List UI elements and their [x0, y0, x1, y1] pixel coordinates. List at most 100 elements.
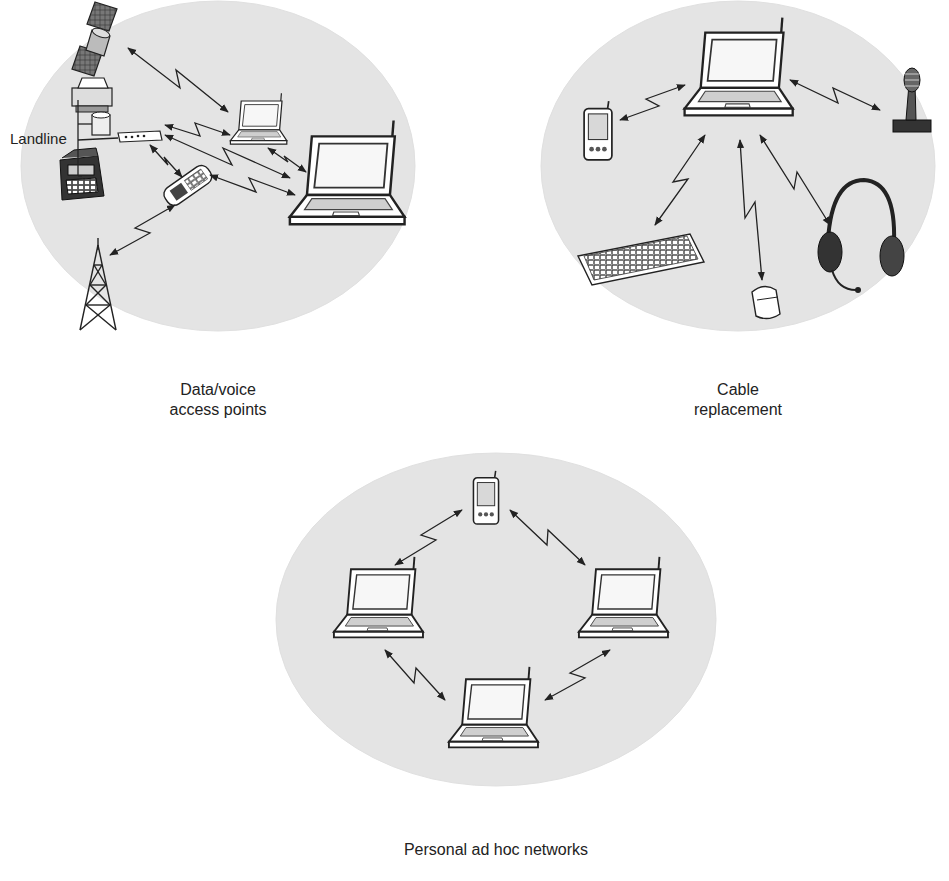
- wireless-link: [385, 510, 610, 700]
- fax-machine-part: [66, 178, 98, 194]
- cell-tower-part: [86, 285, 106, 305]
- laptop: [334, 557, 423, 638]
- laptop: [290, 120, 405, 224]
- landline-wire: [78, 100, 118, 176]
- joystick: [893, 68, 931, 132]
- wireless-link-part: [510, 510, 585, 565]
- wireless-link-part: [150, 145, 182, 177]
- pda: [584, 101, 612, 160]
- node-caption: Data/voice access points: [159, 380, 277, 420]
- storage-drum-part: [92, 115, 110, 135]
- mobile-phone-part: [184, 169, 207, 190]
- joystick-part: [905, 86, 919, 87]
- ellipse-shape: [21, 1, 415, 331]
- mouse: [752, 286, 780, 318]
- access-hub-part: [143, 135, 146, 138]
- fax-machine: [60, 148, 104, 200]
- wireless-link: [620, 80, 880, 280]
- satellite: [72, 2, 117, 76]
- cell-tower-part: [98, 245, 116, 330]
- access-hub: [118, 131, 162, 142]
- laptop: [449, 667, 538, 748]
- keyboard-part: [584, 236, 698, 280]
- wireless-link-part: [165, 135, 290, 178]
- headset-part: [818, 232, 842, 272]
- ellipse-outline: [275, 452, 717, 787]
- laptop: [579, 557, 668, 638]
- landline-wire-part: [78, 123, 92, 124]
- joystick-part: [906, 84, 916, 120]
- ellipse-outline: [20, 0, 416, 332]
- satellite-part: [72, 46, 102, 76]
- wireless-link-part: [620, 85, 685, 120]
- ellipse-outline: [540, 0, 936, 332]
- storage-drum-part: [92, 112, 110, 118]
- cell-tower-part: [86, 304, 110, 305]
- wireless-link-part: [790, 80, 880, 110]
- fax-machine-part: [68, 165, 94, 175]
- printer: [72, 78, 112, 112]
- wireless-link-part: [110, 205, 175, 255]
- wireless-link-part: [210, 175, 295, 195]
- cell-tower-part: [90, 285, 110, 305]
- wireless-link-part: [385, 650, 445, 700]
- printer-part: [76, 106, 108, 112]
- joystick-part: [904, 68, 920, 92]
- text-label: Landline: [10, 130, 67, 147]
- joystick-part: [905, 80, 919, 81]
- laptop: [230, 93, 286, 144]
- ellipse-node: Data/voice access points: [20, 0, 416, 430]
- printer-part: [72, 88, 112, 106]
- cell-tower: [80, 238, 116, 330]
- keyboard-part: [578, 234, 704, 285]
- headset-part: [880, 236, 904, 276]
- headset-part: [832, 270, 856, 290]
- wireless-link-part: [395, 510, 462, 565]
- joystick-part: [905, 74, 919, 75]
- satellite-part: [91, 26, 111, 39]
- wireless-link-part: [128, 48, 228, 112]
- ellipse-node: Cable replacement: [540, 0, 936, 430]
- mouse-part: [752, 286, 780, 318]
- cell-tower-part: [80, 245, 98, 330]
- wireless-link: [110, 48, 306, 255]
- fax-machine-part: [62, 148, 98, 158]
- access-hub-part: [118, 131, 162, 142]
- landline-wire-part: [78, 138, 118, 140]
- node-caption: Personal ad hoc networks: [346, 840, 646, 860]
- access-hub-part: [131, 136, 134, 139]
- access-hub-part: [125, 136, 128, 139]
- headset: [818, 180, 904, 293]
- ellipse-node: Personal ad hoc networks: [275, 452, 717, 881]
- joystick-part: [893, 120, 931, 132]
- mouse-part: [757, 297, 778, 300]
- wireless-link-part: [165, 123, 230, 136]
- cell-tower-part: [80, 305, 110, 330]
- landline-wire-part: [77, 100, 78, 176]
- mobile-phone-part: [161, 162, 215, 208]
- printer-part: [78, 78, 108, 88]
- satellite-part: [86, 30, 110, 56]
- headset-part: [828, 180, 894, 242]
- node-caption: Cable replacement: [683, 380, 793, 420]
- cell-tower-part: [94, 265, 106, 285]
- headset-part: [855, 287, 861, 293]
- cell-tower-part: [94, 264, 102, 265]
- mobile-phone: [161, 162, 215, 208]
- mobile-phone-part: [170, 183, 188, 201]
- fax-machine-part: [60, 156, 104, 200]
- cell-tower-part: [90, 265, 102, 285]
- laptop: [685, 18, 793, 116]
- satellite-part: [87, 2, 117, 31]
- pda: [473, 471, 498, 524]
- wireless-link-part: [545, 650, 610, 700]
- keyboard: [578, 234, 704, 285]
- storage-drum: [92, 112, 110, 135]
- wireless-link-part: [740, 140, 762, 280]
- ellipse-shape: [541, 1, 935, 331]
- cell-tower-part: [86, 305, 116, 330]
- ellipse-shape: [276, 453, 716, 786]
- wireless-link-part: [760, 135, 830, 225]
- landline-wire-part: [78, 175, 82, 176]
